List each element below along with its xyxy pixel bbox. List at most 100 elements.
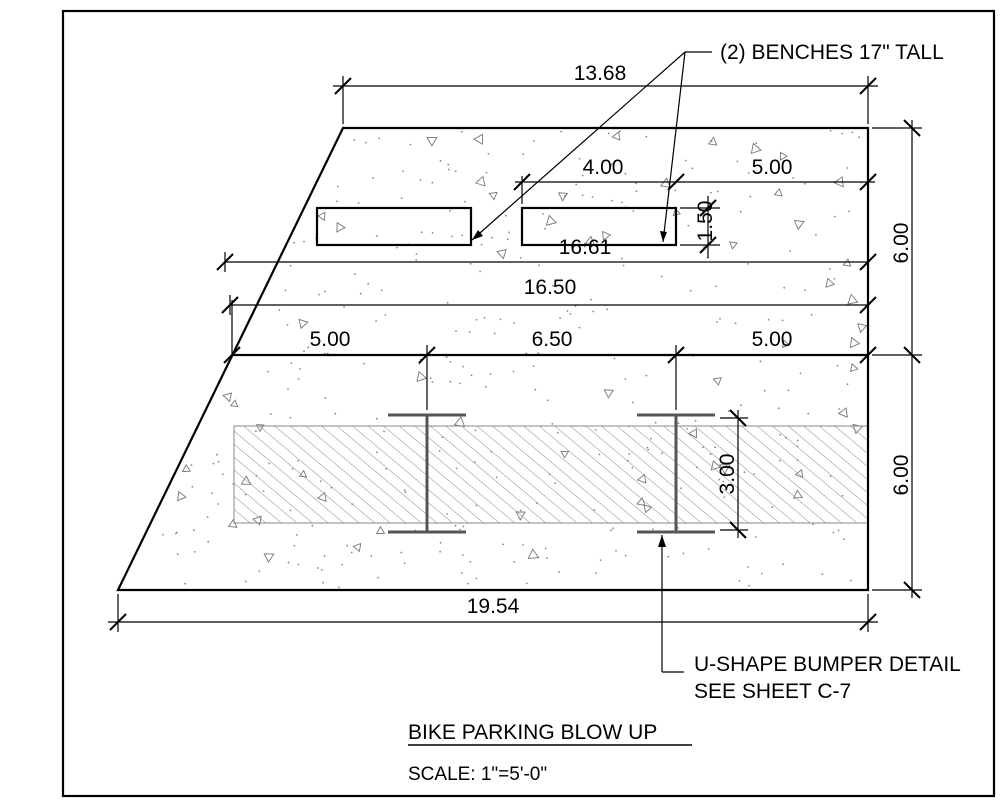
concrete-speck: [205, 211, 208, 214]
concrete-speck: [193, 529, 195, 532]
concrete-speck: [210, 136, 213, 138]
concrete-speck: [624, 172, 627, 175]
concrete-speck: [429, 377, 432, 379]
concrete-speck: [170, 203, 172, 205]
concrete-speck: [220, 247, 223, 250]
concrete-speck: [182, 193, 185, 196]
concrete-aggregate: [842, 258, 852, 267]
concrete-speck: [682, 552, 685, 555]
concrete-speck: [409, 143, 412, 146]
concrete-speck: [611, 199, 613, 202]
concrete-speck: [461, 130, 463, 133]
concrete-aggregate: [426, 136, 438, 147]
concrete-speck: [575, 183, 578, 186]
concrete-speck: [611, 163, 613, 166]
concrete-speck: [622, 264, 625, 267]
concrete-speck: [707, 548, 710, 550]
bumper-note-line1: U-SHAPE BUMPER DETAIL: [694, 653, 961, 676]
concrete-speck: [578, 157, 581, 160]
concrete-speck: [279, 195, 282, 198]
concrete-speck: [624, 554, 627, 557]
concrete-speck: [353, 139, 356, 141]
concrete-speck: [367, 282, 370, 285]
concrete-speck: [506, 238, 509, 241]
concrete-speck: [445, 356, 448, 358]
concrete-aggregate: [712, 377, 722, 386]
concrete-speck: [303, 350, 305, 353]
concrete-speck: [783, 286, 786, 289]
concrete-speck: [449, 380, 452, 383]
u-shape-bumper-left: [388, 413, 466, 534]
concrete-speck: [739, 210, 742, 213]
concrete-speck: [710, 191, 712, 194]
concrete-aggregate: [659, 177, 672, 188]
concrete-speck: [337, 586, 340, 589]
concrete-speck: [846, 383, 849, 386]
concrete-speck: [763, 389, 766, 392]
concrete-speck: [635, 182, 637, 185]
concrete-speck: [645, 374, 648, 377]
concrete-speck: [621, 257, 623, 260]
concrete-speck: [289, 416, 292, 419]
concrete-aggregate: [847, 293, 859, 305]
concrete-speck: [537, 352, 540, 355]
concrete-speck: [462, 365, 464, 368]
concrete-speck: [849, 579, 852, 582]
concrete-speck: [184, 290, 186, 293]
concrete-speck: [538, 264, 540, 267]
concrete-speck: [754, 536, 757, 538]
concrete-speck: [365, 141, 367, 144]
concrete-speck: [841, 132, 844, 135]
benches-leader: [471, 51, 712, 243]
dim-rack-right-label: 5.00: [752, 328, 793, 351]
concrete-aggregate: [177, 490, 187, 502]
concrete-speck: [759, 360, 762, 363]
concrete-speck: [556, 331, 559, 333]
concrete-speck: [315, 155, 318, 158]
concrete-speck: [578, 326, 581, 329]
concrete-speck: [546, 557, 548, 560]
concrete-speck: [858, 136, 860, 139]
concrete-aggregate: [728, 241, 738, 250]
concrete-speck: [191, 485, 194, 488]
concrete-speck: [459, 382, 462, 385]
concrete-speck: [475, 319, 478, 321]
concrete-speck: [193, 551, 196, 553]
concrete-aggregate: [199, 228, 209, 238]
sheet-border: [61, 9, 996, 798]
dim-bench-spacing-label: 4.00: [583, 156, 624, 179]
concrete-speck: [522, 153, 525, 156]
concrete-speck: [607, 132, 610, 135]
concrete-speck: [635, 190, 638, 193]
concrete-speck: [513, 561, 515, 563]
concrete-speck: [370, 555, 373, 557]
concrete-speck: [833, 277, 836, 280]
concrete-speck: [217, 503, 220, 505]
concrete-speck: [343, 306, 345, 308]
concrete-aggregate: [557, 192, 569, 202]
concrete-speck: [691, 167, 694, 170]
concrete-speck: [206, 516, 209, 518]
concrete-aggregate: [375, 525, 386, 534]
concrete-speck: [787, 389, 790, 392]
concrete-speck: [512, 370, 515, 373]
concrete-speck: [149, 489, 152, 492]
concrete-speck: [469, 262, 472, 265]
concrete-speck: [243, 146, 246, 149]
concrete-speck: [162, 468, 165, 471]
concrete-speck: [357, 202, 360, 204]
concrete-speck: [384, 314, 387, 316]
concrete-speck: [439, 550, 441, 553]
concrete-aggregate: [527, 548, 540, 560]
concrete-speck: [185, 334, 188, 336]
concrete-speck: [689, 289, 692, 292]
concrete-speck: [210, 492, 213, 495]
concrete-speck: [619, 130, 621, 133]
concrete-speck: [479, 270, 481, 273]
concrete-speck: [446, 301, 449, 304]
concrete-speck: [197, 356, 200, 359]
concrete-speck: [297, 378, 300, 380]
concrete-speck: [129, 489, 132, 491]
concrete-speck: [513, 322, 515, 324]
concrete-speck: [165, 292, 168, 294]
